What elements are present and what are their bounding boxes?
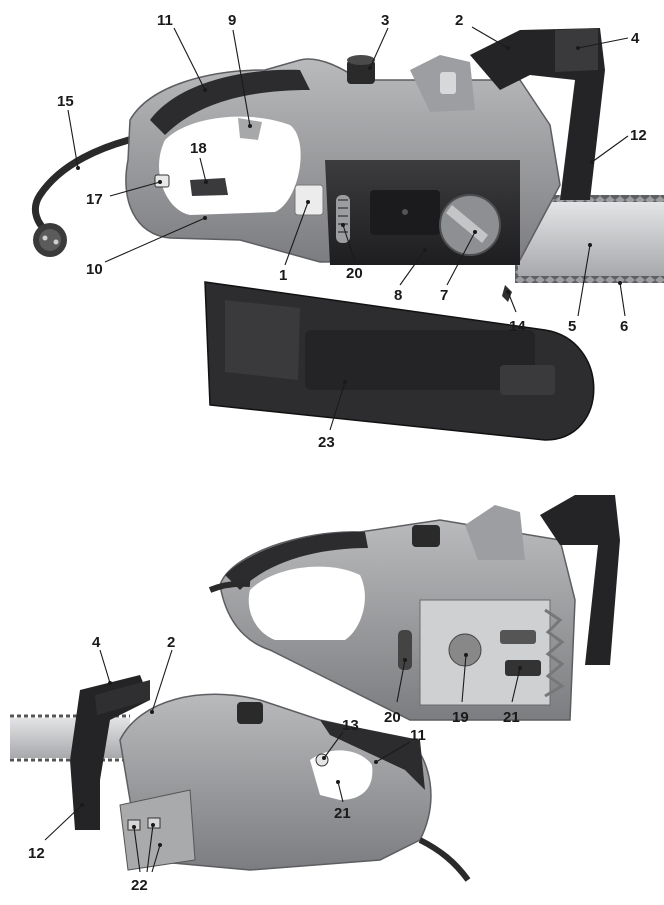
callout-18: 18 — [190, 140, 208, 184]
svg-text:14: 14 — [509, 318, 526, 335]
callout-1: 1 — [279, 200, 310, 284]
svg-text:12: 12 — [28, 845, 45, 862]
svg-text:22: 22 — [131, 877, 148, 894]
saw-rear-view — [10, 675, 471, 882]
svg-text:2: 2 — [167, 634, 175, 651]
callout-11: 11 — [157, 12, 207, 92]
callout-4: 4 — [576, 30, 640, 50]
svg-text:11: 11 — [157, 12, 173, 29]
svg-text:10: 10 — [86, 261, 103, 278]
svg-text:5: 5 — [568, 318, 576, 335]
front-handle — [470, 28, 605, 200]
guide-bar — [515, 195, 664, 283]
svg-text:7: 7 — [440, 287, 448, 304]
svg-text:19: 19 — [452, 709, 469, 726]
callout-5: 5 — [568, 243, 592, 335]
svg-text:4: 4 — [92, 634, 101, 651]
svg-text:13: 13 — [342, 717, 359, 734]
callout-19: 19 — [452, 653, 469, 726]
saw-side-view — [208, 495, 620, 721]
callout-2: 2 — [455, 12, 510, 50]
oil-tank-cap — [347, 55, 375, 84]
callout-20-lower: 20 — [384, 658, 407, 726]
power-plug — [33, 223, 67, 257]
power-cord — [32, 131, 154, 257]
svg-text:23: 23 — [318, 434, 335, 451]
bar-cover — [204, 281, 595, 441]
callout-22: 22 — [131, 823, 162, 894]
oil-tank-housing — [410, 55, 475, 112]
callout-12: 12 — [590, 127, 647, 164]
svg-text:11: 11 — [410, 727, 426, 744]
svg-text:12: 12 — [630, 127, 647, 144]
svg-text:2: 2 — [455, 12, 463, 29]
tension-wheel — [336, 195, 350, 243]
oil-level-window — [294, 184, 324, 216]
svg-text:17: 17 — [86, 191, 103, 208]
callout-13: 13 — [322, 717, 359, 760]
callouts-upper: 1 2 3 4 5 6 7 — [57, 12, 647, 451]
callout-12-lower: 12 — [28, 803, 84, 862]
lock-button — [154, 174, 170, 188]
svg-text:15: 15 — [57, 93, 74, 110]
svg-text:6: 6 — [620, 318, 628, 335]
callouts-lower: 2 4 11 12 13 19 20 — [28, 634, 522, 894]
callout-9: 9 — [228, 12, 252, 128]
upper-view — [32, 28, 664, 441]
callout-8: 8 — [394, 248, 427, 304]
callout-14: 14 — [506, 290, 526, 335]
svg-text:3: 3 — [381, 12, 389, 29]
svg-text:1: 1 — [279, 267, 287, 284]
svg-text:4: 4 — [631, 30, 640, 47]
svg-text:20: 20 — [384, 709, 401, 726]
callout-17: 17 — [86, 180, 162, 208]
callout-23: 23 — [318, 380, 347, 451]
callout-7: 7 — [440, 230, 477, 304]
callout-15: 15 — [57, 93, 80, 170]
svg-text:20: 20 — [346, 265, 363, 282]
svg-text:18: 18 — [190, 140, 207, 157]
callout-20: 20 — [341, 223, 363, 282]
lower-view — [10, 495, 620, 882]
tensioning-knob — [439, 194, 501, 256]
callout-4-lower: 4 — [92, 634, 112, 685]
power-cord-lower — [208, 580, 251, 593]
svg-text:8: 8 — [394, 287, 402, 304]
callout-3: 3 — [368, 12, 389, 70]
svg-text:21: 21 — [503, 709, 520, 726]
callout-10: 10 — [86, 216, 207, 278]
svg-text:21: 21 — [334, 805, 351, 822]
rear-handle-grip — [190, 178, 228, 196]
callout-6: 6 — [618, 281, 628, 335]
callout-11-lower: 11 — [374, 727, 426, 764]
callout-21-upper-right: 21 — [503, 666, 522, 726]
callout-2-lower: 2 — [150, 634, 175, 714]
svg-text:9: 9 — [228, 12, 236, 29]
callout-21-lower-left: 21 — [334, 780, 351, 822]
